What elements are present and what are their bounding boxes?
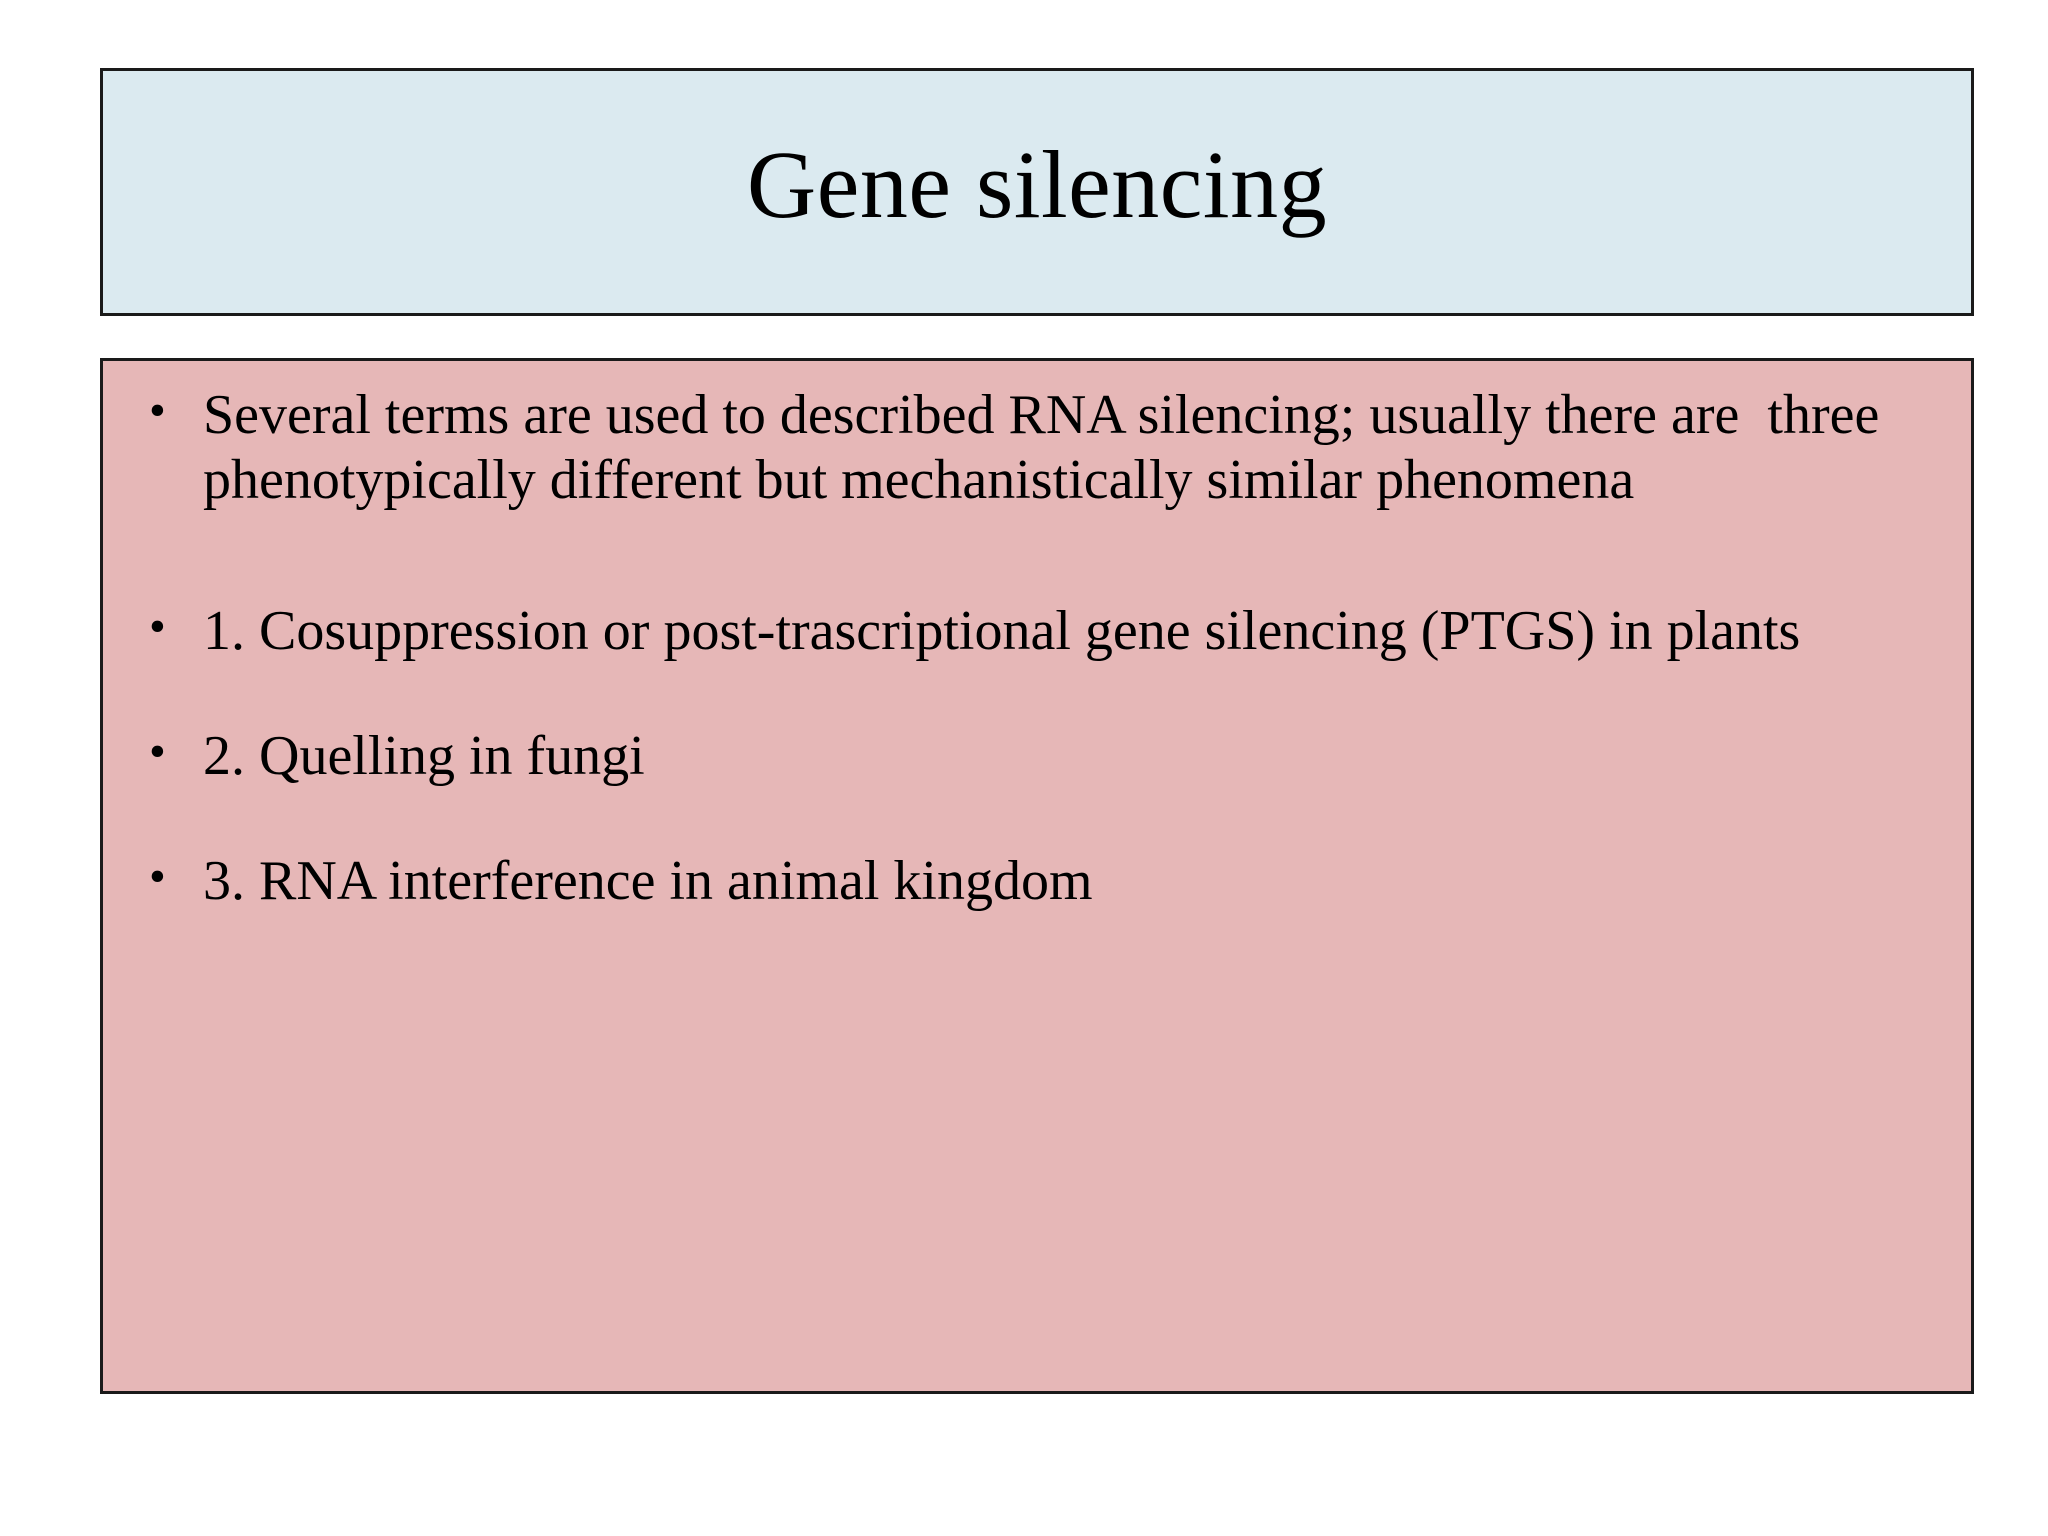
bullet-point-icon: • bbox=[149, 599, 166, 653]
content-placeholder[interactable]: • Several terms are used to described RN… bbox=[100, 358, 1974, 1394]
bullet-point-icon: • bbox=[149, 384, 166, 437]
page-title: Gene silencing bbox=[746, 130, 1328, 238]
list-item[interactable]: • 2. Quelling in fungi bbox=[125, 724, 1945, 789]
spacer bbox=[125, 789, 1945, 849]
title-placeholder[interactable]: Gene silencing bbox=[100, 68, 1974, 316]
bullet-text: 1. Cosuppression or post-trascriptional … bbox=[203, 599, 1801, 662]
list-item[interactable]: • 3. RNA interference in animal kingdom bbox=[125, 849, 1945, 914]
list-item[interactable]: • Several terms are used to described RN… bbox=[125, 383, 1945, 513]
bullet-text: Several terms are used to described RNA … bbox=[203, 384, 1894, 511]
bullet-text: 3. RNA interference in animal kingdom bbox=[203, 849, 1093, 912]
list-item[interactable]: • 1. Cosuppression or post-trascriptiona… bbox=[125, 599, 1945, 664]
bullet-point-icon: • bbox=[149, 849, 166, 903]
spacer bbox=[125, 664, 1945, 724]
bullet-list: • Several terms are used to described RN… bbox=[125, 383, 1945, 914]
bullet-text: 2. Quelling in fungi bbox=[203, 724, 645, 787]
bullet-point-icon: • bbox=[149, 724, 166, 778]
spacer bbox=[125, 513, 1945, 599]
